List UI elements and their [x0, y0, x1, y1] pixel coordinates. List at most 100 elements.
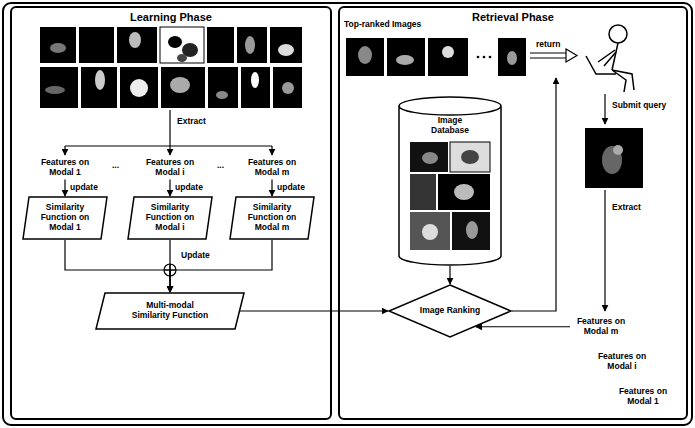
connector [64, 180, 65, 196]
training-images [161, 67, 205, 108]
ellipsis: ... [216, 161, 225, 171]
database-label: Image Database [420, 116, 480, 136]
top-ranked-thumbnails [442, 46, 454, 58]
training-images [120, 67, 158, 108]
connector [476, 326, 570, 327]
feature-node: Features on Modal i [139, 156, 201, 180]
top-ranked-thumbnails [477, 56, 480, 59]
user-figure [586, 56, 616, 74]
connector [449, 266, 450, 284]
query-image [585, 128, 643, 188]
training-images [40, 27, 302, 108]
training-images [168, 36, 182, 48]
training-images [40, 27, 76, 63]
multimodal-function-box-outline [96, 293, 244, 329]
group-title: Top-ranked Images [344, 20, 566, 30]
training-images [216, 91, 228, 99]
database-images [410, 174, 436, 210]
query-image [602, 146, 622, 174]
training-images [160, 27, 204, 63]
feature-label: Features on Modal 1 [37, 158, 93, 178]
database-images [452, 212, 490, 250]
edge-label: update [174, 183, 204, 193]
query-arrows [604, 190, 605, 311]
training-images [282, 82, 294, 94]
ranking-label: Image Ranking [420, 306, 480, 316]
top-ranked-thumbnails [387, 38, 425, 76]
extract-arrows [65, 145, 272, 146]
top-ranked-thumbnails [507, 51, 517, 65]
database-images [466, 221, 478, 239]
training-images [251, 72, 259, 88]
top-ranked-thumbnails [346, 38, 384, 76]
training-images [278, 44, 294, 56]
phase-panel: Learning PhaseFeatures on Modal 1 Feature… [10, 6, 332, 420]
function-label: Similarity Function on Modal 1 [34, 203, 96, 232]
training-images [129, 32, 141, 48]
extract-arrows [65, 110, 272, 155]
top-ranked-thumbnails [346, 38, 526, 76]
feature-label: Features on Modal i [594, 352, 650, 372]
return-arrow [566, 49, 577, 62]
query-image [585, 128, 643, 188]
feature-label: Features on Modal 1 [615, 387, 671, 407]
connector [170, 240, 272, 292]
function-label: Multi-modal Similarity Function [129, 301, 211, 321]
extract-arrows [64, 146, 65, 155]
similarity-function-box: Similarity Function on Modal m [229, 196, 315, 240]
return-arrow [530, 53, 566, 58]
training-images [207, 27, 234, 63]
training-images [45, 86, 65, 94]
top-ranked-thumbnails [428, 38, 468, 76]
top-ranked-thumbnails [483, 56, 486, 59]
database-cylinder-outline [399, 97, 501, 265]
phase-title: Learning Phase [12, 11, 330, 24]
query-arrows [604, 94, 605, 311]
feature-label: Features on Modal i [142, 158, 198, 178]
edge-label: update [276, 183, 306, 193]
step-label: Submit query [611, 101, 667, 111]
extract-arrows [169, 110, 170, 146]
database-images [450, 142, 490, 172]
feature-node: Features on Modal 1 [34, 156, 96, 180]
step-label: Update [180, 251, 211, 261]
database-images [422, 224, 438, 240]
training-images [50, 43, 66, 53]
extract-arrows [169, 146, 170, 155]
ranking-diamond: Image Ranking [388, 284, 512, 338]
training-images [79, 27, 114, 63]
database-images [422, 152, 438, 164]
database-images [410, 142, 448, 172]
training-images [40, 67, 78, 108]
training-images [237, 27, 267, 63]
training-images [270, 27, 302, 63]
top-ranked-thumbnails [498, 38, 526, 76]
database-images [461, 150, 479, 164]
edge-label: update [69, 183, 99, 193]
similarity-function-box: Similarity Function on Modal 1 [22, 196, 108, 240]
training-images [245, 36, 255, 54]
query-image [613, 145, 623, 155]
training-images [241, 67, 270, 108]
multimodal-function-box: Multi-modal Similarity Function [95, 292, 245, 330]
training-images [208, 67, 238, 108]
training-images [95, 70, 105, 90]
feature-label: Features on Modal m [573, 317, 629, 337]
training-images [117, 27, 157, 63]
extract-arrows [271, 146, 272, 155]
function-label: Similarity Function on Modal m [241, 203, 303, 232]
connector [65, 240, 170, 292]
phase-panel: Retrieval PhaseTop-ranked ImagesImage Da… [338, 6, 688, 420]
connector [512, 78, 556, 311]
database-images [454, 184, 474, 200]
ellipsis: ... [111, 161, 120, 171]
outer-frame [3, 3, 692, 425]
database-images [410, 212, 450, 250]
database-cylinder: Image Database [398, 96, 502, 266]
function-label: Similarity Function on Modal i [139, 203, 201, 232]
user-figure [609, 25, 627, 43]
step-label: return [535, 40, 562, 50]
similarity-function-box-outline [230, 197, 314, 239]
